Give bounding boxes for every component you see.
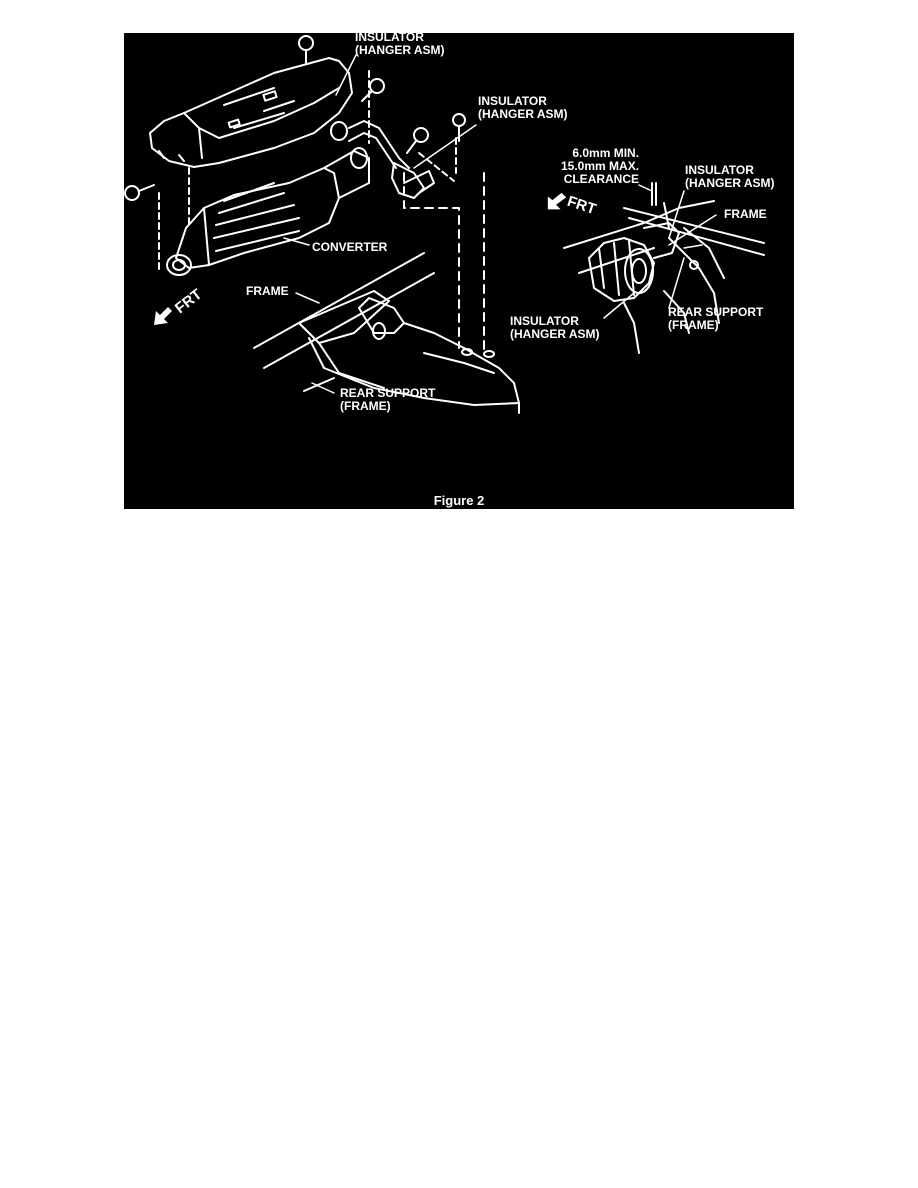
bolt-upper-right [361,78,385,102]
bolt-left [124,184,155,201]
detail-view [563,182,765,354]
figure-caption: Figure 2 [433,493,485,508]
label-converter: CONVERTER [312,240,388,254]
heat-shield [149,57,353,168]
front-direction-arrow-icon [154,307,172,325]
bolt-mid [406,127,429,154]
leader-lines [283,54,717,394]
label-frame-right: FRAME [724,207,767,221]
bolt-top [298,35,314,64]
front-direction-arrow-icon [547,192,567,210]
label-insulator-bottom: INSULATOR (HANGER ASM) [510,314,600,341]
bolt-insulator [452,113,466,142]
exhaust-converter-figure: INSULATOR (HANGER ASM) INSULATOR (HANGER… [124,33,794,509]
label-rear-support-right: REAR SUPPORT (FRAME) [668,305,764,332]
label-insulator-right: INSULATOR (HANGER ASM) [685,163,775,190]
label-frame-left: FRAME [246,284,289,298]
label-insulator-mid: INSULATOR (HANGER ASM) [478,94,568,121]
label-rear-support-left: REAR SUPPORT (FRAME) [340,386,436,413]
fasteners [124,35,466,274]
converter-installation-diagram [124,35,765,414]
catalytic-converter [166,147,370,276]
label-clearance: 6.0mm MIN. 15.0mm MAX. CLEARANCE [561,146,640,186]
outlet-pipe-and-hanger [330,120,435,199]
frame-and-rear-support [253,137,520,414]
label-insulator-top: INSULATOR (HANGER ASM) [355,33,445,57]
